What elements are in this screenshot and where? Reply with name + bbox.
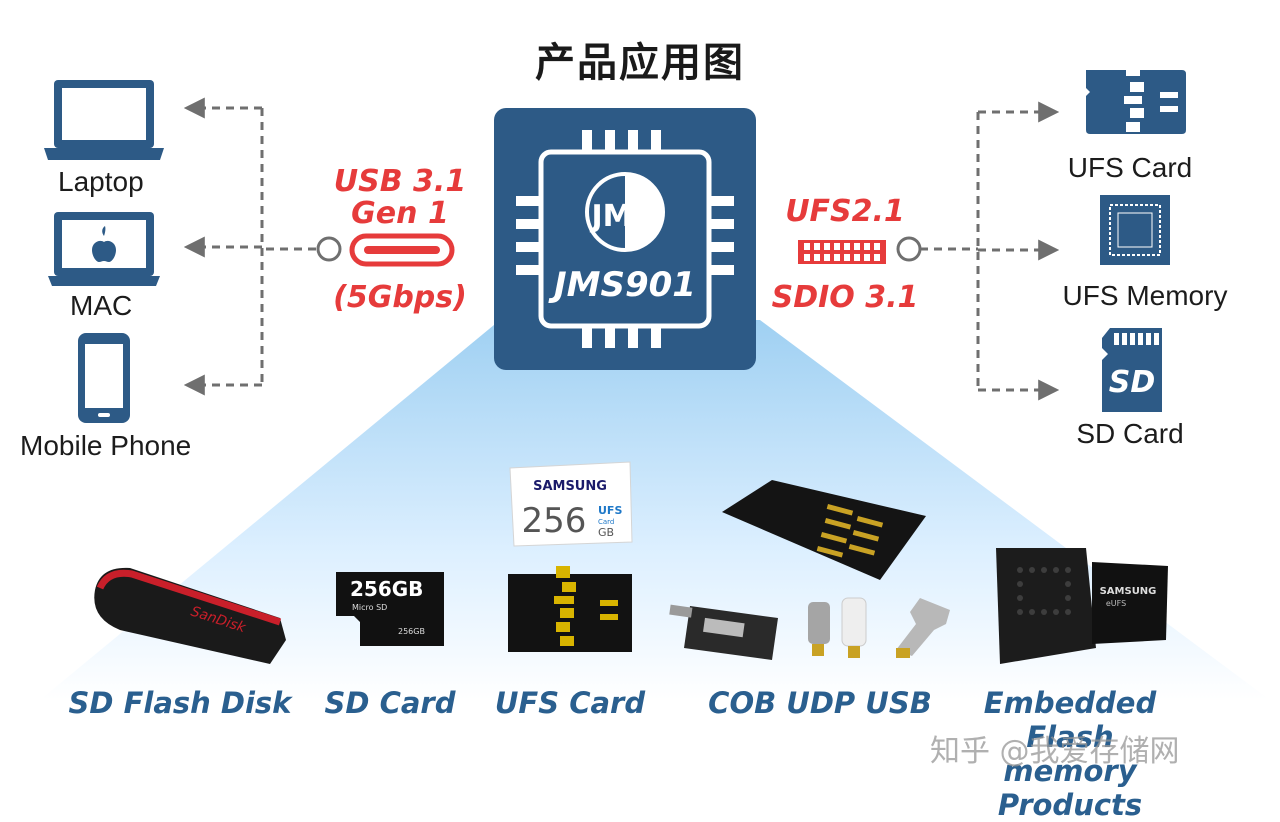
embedded-chip-large-image: [996, 548, 1096, 664]
svg-text:eUFS: eUFS: [1106, 599, 1126, 608]
application-diagram: JM JMS901 SD Sa: [40, 66, 1270, 700]
usb-gen-label: Gen 1: [351, 196, 449, 231]
product-label-sd-flash-disk: SD Flash Disk: [68, 686, 292, 720]
embedded-chip-samsung-image: SAMSUNG eUFS: [1092, 562, 1168, 644]
svg-text:Micro SD: Micro SD: [352, 603, 387, 612]
right-connectors: [920, 101, 1060, 401]
samsung-ufs-card-image: SAMSUNG 256 UFS Card GB: [509, 461, 633, 547]
usb-version-label: USB 3.1: [333, 164, 467, 199]
svg-text:256GB: 256GB: [398, 627, 425, 636]
jm-logo-icon: JM: [585, 172, 665, 252]
sandisk-usb-image: SanDisk: [94, 567, 287, 664]
ufs-connector-icon: [798, 240, 886, 264]
svg-text:JM: JM: [589, 199, 632, 234]
svg-text:SAMSUNG: SAMSUNG: [533, 479, 607, 494]
device-label-sd-card: SD Card: [1076, 418, 1184, 449]
usb-card-image: [669, 604, 778, 660]
svg-text:Card: Card: [598, 518, 614, 526]
chip-icon: JM JMS901: [494, 108, 756, 370]
mobile-phone-icon: [78, 333, 130, 423]
svg-text:SAMSUNG: SAMSUNG: [1100, 586, 1157, 597]
usb-node: [316, 236, 342, 262]
product-label-sd-card: SD Card: [324, 686, 456, 720]
ufs-card-icon: [1086, 66, 1186, 134]
svg-text:GB: GB: [598, 526, 614, 539]
host-label-mobile-phone: Mobile Phone: [20, 430, 192, 461]
product-label-cob-udp-usb: COB UDP USB: [708, 686, 932, 720]
usb-speed-label: (5Gbps): [333, 280, 467, 315]
sdio-version-label: SDIO 3.1: [771, 280, 919, 315]
host-label-laptop: Laptop: [58, 166, 144, 197]
usb-key-image: [896, 598, 950, 658]
usb-c-icon: [349, 233, 455, 267]
ufs-memory-icon: [1100, 195, 1170, 265]
usb-stick-gray-image: [808, 602, 830, 656]
ufs-node: [896, 236, 922, 262]
cob-udp-board-image: [722, 480, 926, 580]
svg-text:256: 256: [522, 501, 587, 541]
product-label-ufs-card: UFS Card: [494, 686, 646, 720]
mac-icon: [48, 212, 160, 286]
chip-name: JMS901: [548, 265, 696, 305]
svg-text:SD: SD: [1109, 365, 1156, 400]
sd-card-icon: SD: [1102, 328, 1162, 412]
watermark: 知乎 @我爱存储网: [930, 734, 1180, 769]
apple-icon: [92, 226, 116, 262]
usb-stick-white-image: [841, 597, 867, 658]
svg-text:256GB: 256GB: [350, 577, 423, 601]
host-label-mac: MAC: [70, 290, 133, 321]
black-ufs-card-image: [508, 566, 632, 652]
left-connectors: [183, 97, 316, 396]
page-title: 产品应用图: [535, 40, 745, 86]
laptop-icon: [44, 80, 164, 160]
device-label-ufs-card: UFS Card: [1067, 152, 1193, 183]
device-label-ufs-memory: UFS Memory: [1062, 280, 1228, 311]
svg-text:UFS: UFS: [598, 504, 622, 517]
micro-sd-image: 256GB Micro SD 256GB: [336, 572, 444, 646]
ufs-version-label: UFS2.1: [785, 194, 905, 229]
